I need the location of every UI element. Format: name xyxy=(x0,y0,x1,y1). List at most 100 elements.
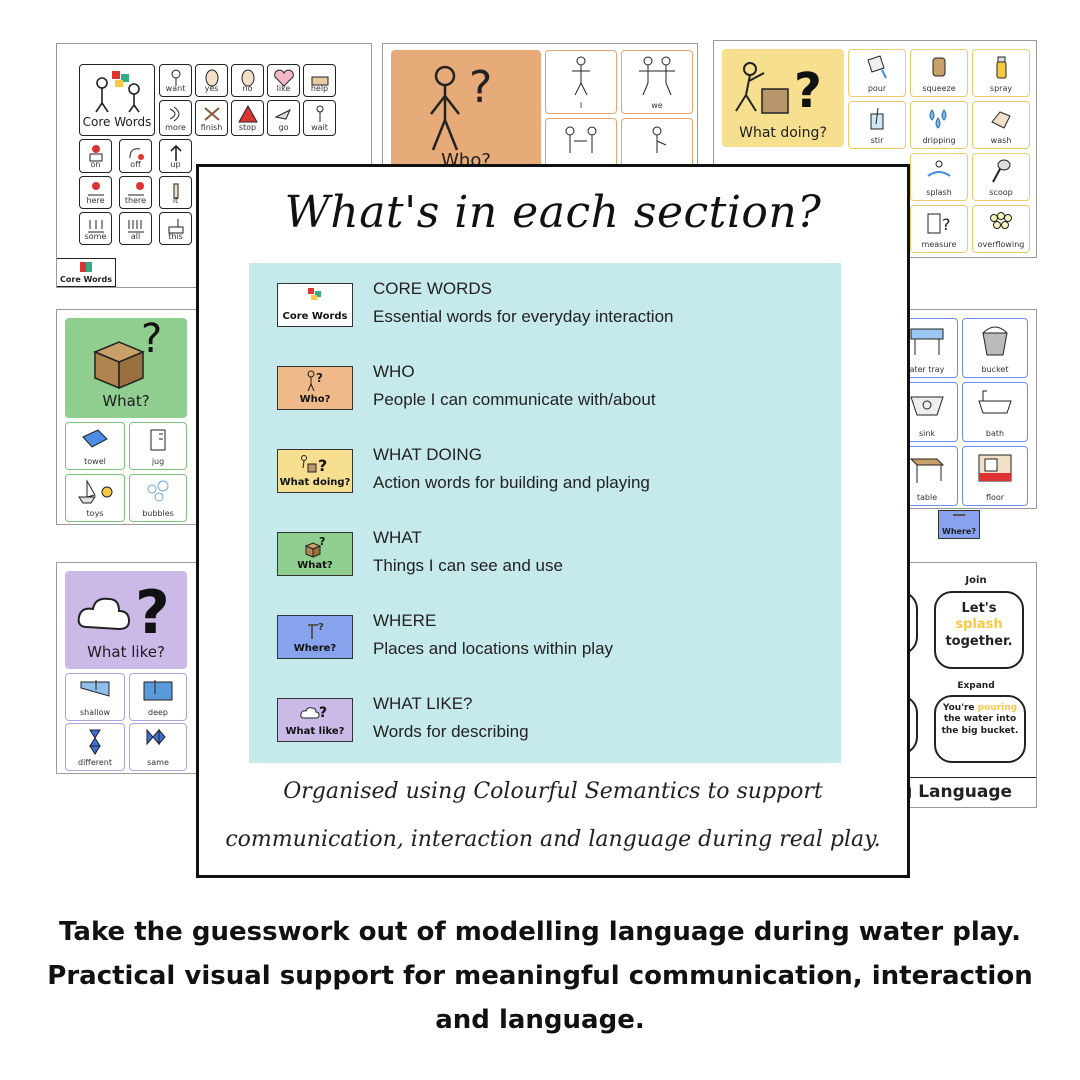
modelling-language-board: Join Let's splash together. Expand You'r… xyxy=(885,562,1037,808)
section-where: ? Where? WHERE Places and locations with… xyxy=(277,609,797,669)
word-cell: bucket xyxy=(962,318,1028,378)
all-icon xyxy=(127,220,144,233)
word-cell: dripping xyxy=(910,101,968,149)
what-hero: ? What? xyxy=(65,318,187,418)
word-cell: on xyxy=(79,139,112,173)
towel-icon xyxy=(82,429,108,448)
word-cell: jug xyxy=(129,422,187,470)
word-cell: this xyxy=(159,212,192,245)
wash-icon xyxy=(991,111,1011,129)
squeeze-icon xyxy=(932,57,946,77)
section-what-like: ? What like? WHAT LIKE? Words for descri… xyxy=(277,692,797,752)
word-cell: pour xyxy=(848,49,906,97)
who-hero: ? Who? xyxy=(391,50,541,182)
word-cell: up xyxy=(159,139,192,173)
word-cell: off xyxy=(119,139,152,173)
section-description: People I can communicate with/about xyxy=(373,390,656,409)
what-like-hero-label: What like? xyxy=(87,643,165,661)
core-words-chip: Core Words xyxy=(277,283,353,327)
what-chip: ? What? xyxy=(277,532,353,576)
what-doing-chip: ? What doing? xyxy=(277,449,353,493)
caption-line-1: Take the guesswork out of modelling lang… xyxy=(59,917,1021,947)
jug-icon xyxy=(150,429,166,451)
there-icon xyxy=(127,182,144,196)
section-description: Action words for building and playing xyxy=(373,473,650,492)
people-we-icon xyxy=(639,56,675,96)
word-cell: ?measure xyxy=(910,205,968,253)
core-words-icon xyxy=(308,288,321,300)
yes-face-icon xyxy=(205,69,218,87)
what-doing-hero: ? What doing? xyxy=(722,49,844,147)
stop-sign-icon xyxy=(237,105,258,123)
deep-icon xyxy=(143,680,173,701)
box-question-icon: ? xyxy=(304,536,325,558)
heart-icon xyxy=(273,69,294,87)
section-name: CORE WORDS xyxy=(373,279,492,298)
word-cell: want xyxy=(159,64,192,97)
word-cell: all xyxy=(119,212,152,245)
different-icon xyxy=(89,729,101,755)
off-icon xyxy=(129,148,144,160)
section-name: WHAT DOING xyxy=(373,445,482,464)
word-cell: no xyxy=(231,64,264,97)
section-description: Words for describing xyxy=(373,722,529,741)
want-icon xyxy=(171,69,180,86)
word-cell: different xyxy=(65,723,125,771)
word-cell: bubbles xyxy=(129,474,187,522)
word-cell: stop xyxy=(231,100,264,136)
word-cell: we xyxy=(621,50,693,114)
sections-panel xyxy=(249,263,841,763)
svg-text:?: ? xyxy=(319,705,327,721)
floor-icon xyxy=(978,454,1012,482)
signpost-question-icon: ? xyxy=(308,622,324,639)
svg-text:?: ? xyxy=(141,322,162,362)
join-label: Join xyxy=(965,575,987,586)
word-cell: overflowing xyxy=(972,205,1030,253)
section-description: Things I can see and use xyxy=(373,556,563,575)
some-icon xyxy=(87,220,104,233)
caption-line-3: and language. xyxy=(435,1005,645,1035)
svg-text:?: ? xyxy=(942,215,951,234)
word-cell: floor xyxy=(962,446,1028,506)
word-cell: bath xyxy=(962,382,1028,442)
box-question-icon: ? xyxy=(93,322,162,390)
person-i-icon xyxy=(572,56,590,96)
core-words-tab: Core Words xyxy=(57,258,116,287)
on-icon xyxy=(89,145,102,162)
bubbles-icon xyxy=(147,480,169,502)
word-cell: yes xyxy=(195,64,228,97)
word-cell: help xyxy=(303,64,336,97)
section-what-doing: ? What doing? WHAT DOING Action words fo… xyxy=(277,443,797,503)
expand-speech-bubble: You're pouring the water into the big bu… xyxy=(934,695,1026,763)
where-board: ater tray bucket sink bath table floor xyxy=(895,309,1037,509)
where-tab: Where? xyxy=(938,510,980,539)
word-cell: go xyxy=(267,100,300,136)
caption-line-2: Practical visual support for meaningful … xyxy=(47,961,1033,991)
word-cell: scoop xyxy=(972,153,1030,201)
word-cell: wait xyxy=(303,100,336,136)
what-like-chip: ? What like? xyxy=(277,698,353,742)
svg-text:?: ? xyxy=(794,63,822,119)
where-tab-icon xyxy=(952,514,965,524)
footer-line-1: Organised using Colourful Semantics to s… xyxy=(283,779,823,804)
where-chip: ? Where? xyxy=(277,615,353,659)
overflowing-icon xyxy=(990,212,1012,229)
people-you-icon xyxy=(565,126,597,153)
word-cell: it xyxy=(159,176,192,209)
word-cell: splash xyxy=(910,153,968,201)
what-like-board: ? What like? shallow deep different same xyxy=(56,562,206,774)
section-name: WHAT xyxy=(373,528,422,547)
word-cell: squeeze xyxy=(910,49,968,97)
person-question-icon: ? xyxy=(430,62,492,151)
word-cell: more xyxy=(159,100,192,136)
core-words-hero-label: Core Words xyxy=(82,115,152,129)
word-cell: stir xyxy=(848,101,906,149)
what-like-hero: ? What like? xyxy=(65,571,187,669)
what-doing-hero-label: What doing? xyxy=(739,125,827,141)
this-icon xyxy=(168,219,183,234)
word-cell: some xyxy=(79,212,112,245)
expand-label: Expand xyxy=(957,681,995,691)
here-icon xyxy=(87,182,104,196)
measure-icon: ? xyxy=(927,213,951,234)
help-icon xyxy=(311,76,328,86)
